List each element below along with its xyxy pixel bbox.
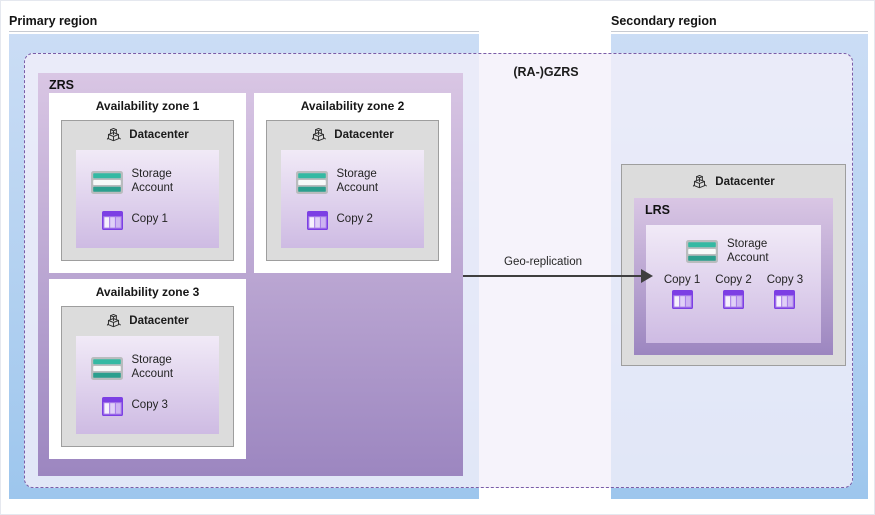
datacenter-label: Datacenter bbox=[334, 129, 394, 141]
availability-zone-1: Availability zone 1 Datacenter Storage A… bbox=[49, 93, 246, 273]
storage-account-label: Storage Account bbox=[131, 354, 174, 380]
copy-table-icon bbox=[102, 211, 123, 230]
primary-region-label: Primary region bbox=[9, 11, 479, 32]
datacenter-label: Datacenter bbox=[715, 176, 775, 188]
zrs-label: ZRS bbox=[49, 78, 74, 92]
storage-account-item: Storage Account bbox=[686, 238, 781, 265]
copy-item: Copy 3 bbox=[91, 397, 205, 416]
zone-1-title: Availability zone 1 bbox=[95, 99, 200, 113]
copy-label: Copy 3 bbox=[766, 274, 804, 287]
storage-account-icon bbox=[296, 171, 328, 194]
primary-region-label-text: Primary region bbox=[9, 14, 98, 28]
copy-item: Copy 1 bbox=[664, 274, 700, 309]
copy-label: Copy 1 bbox=[663, 274, 701, 287]
availability-zone-2: Availability zone 2 Datacenter Storage A… bbox=[254, 93, 451, 273]
copy-table-icon bbox=[102, 397, 123, 416]
datacenter-icon bbox=[311, 126, 328, 144]
copy-item: Copy 2 bbox=[715, 274, 752, 309]
secondary-datacenter: Datacenter LRS Storage Account Copy 1 Co… bbox=[621, 164, 846, 366]
availability-zone-3: Availability zone 3 Datacenter Storage A… bbox=[49, 279, 246, 459]
lrs-label: LRS bbox=[645, 203, 670, 217]
copy-item: Copy 2 bbox=[296, 211, 410, 230]
copies-row: Copy 1 Copy 2 Copy 3 bbox=[664, 274, 803, 309]
storage-account-item: Storage Account bbox=[296, 168, 410, 195]
secondary-region-label: Secondary region bbox=[611, 11, 868, 32]
zone-3-title: Availability zone 3 bbox=[95, 285, 200, 299]
datacenter-icon bbox=[106, 312, 123, 330]
geo-replication-arrowhead-icon bbox=[641, 269, 653, 283]
copy-table-icon bbox=[723, 290, 744, 309]
copy-label: Copy 2 bbox=[336, 213, 373, 226]
datacenter-label: Datacenter bbox=[129, 315, 189, 327]
zrs-group: ZRS Availability zone 1 Datacenter Stora… bbox=[38, 73, 463, 476]
zone-2-title: Availability zone 2 bbox=[300, 99, 405, 113]
zone-2-datacenter: Datacenter Storage Account Copy 2 bbox=[266, 120, 439, 261]
storage-account-label: Storage Account bbox=[336, 168, 379, 194]
storage-account-label: Storage Account bbox=[727, 238, 769, 264]
copy-item: Copy 1 bbox=[91, 211, 205, 230]
geo-replication-label: Geo-replication bbox=[504, 256, 582, 268]
storage-account-item: Storage Account bbox=[91, 168, 205, 195]
storage-account-item: Storage Account bbox=[91, 354, 205, 381]
datacenter-icon bbox=[106, 126, 123, 144]
zone-1-storage-panel: Storage Account Copy 1 bbox=[76, 150, 219, 248]
copy-item: Copy 3 bbox=[767, 274, 803, 309]
datacenter-label: Datacenter bbox=[129, 129, 189, 141]
storage-account-label: Storage Account bbox=[131, 168, 174, 194]
copy-table-icon bbox=[307, 211, 328, 230]
zone-2-storage-panel: Storage Account Copy 2 bbox=[281, 150, 424, 248]
copy-label: Copy 2 bbox=[715, 274, 752, 287]
zone-3-datacenter: Datacenter Storage Account Copy 3 bbox=[61, 306, 234, 447]
gzrs-label: (RA-)GZRS bbox=[513, 65, 579, 79]
datacenter-icon bbox=[692, 173, 709, 191]
storage-account-icon bbox=[91, 171, 123, 194]
lrs-group: LRS Storage Account Copy 1 Copy 2 bbox=[634, 198, 833, 355]
lrs-storage-panel: Storage Account Copy 1 Copy 2 Copy 3 bbox=[646, 225, 821, 343]
copy-label: Copy 1 bbox=[131, 213, 168, 226]
zone-3-storage-panel: Storage Account Copy 3 bbox=[76, 336, 219, 434]
zone-1-datacenter: Datacenter Storage Account Copy 1 bbox=[61, 120, 234, 261]
copy-table-icon bbox=[672, 290, 693, 309]
copy-label: Copy 3 bbox=[131, 399, 168, 412]
copy-table-icon bbox=[774, 290, 795, 309]
storage-account-icon bbox=[91, 357, 123, 380]
geo-replication-arrow bbox=[463, 275, 641, 277]
secondary-region-label-text: Secondary region bbox=[611, 14, 717, 28]
storage-account-icon bbox=[686, 240, 718, 263]
